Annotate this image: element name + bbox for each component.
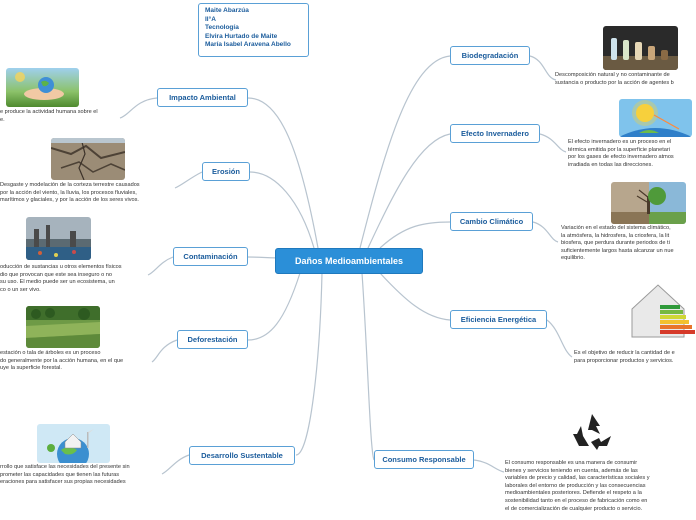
topic-label: Cambio Climático [460, 217, 523, 226]
topic-efecto-invernadero[interactable]: Efecto Invernadero [450, 124, 540, 143]
author-info-box: Maite Abarzúa II°A Tecnología Elvira Hur… [198, 3, 309, 57]
topic-contaminacion[interactable]: Contaminación [173, 247, 248, 266]
topic-label: Contaminación [183, 252, 237, 261]
link-eficiencia [380, 273, 450, 320]
description-biodegradacion: Descomposición natural y no contaminante… [555, 72, 696, 87]
topic-label: Consumo Responsable [382, 455, 465, 464]
central-topic[interactable]: Daños Medioambientales [275, 248, 423, 274]
half-dry-tree-image [611, 182, 686, 224]
topic-erosion[interactable]: Erosión [202, 162, 250, 181]
energy-rating-house-image [624, 275, 696, 347]
topic-consumo-responsable[interactable]: Consumo Responsable [374, 450, 474, 469]
topic-desarrollo-sustentable[interactable]: Desarrollo Sustentable [189, 446, 295, 465]
decomposing-bottles-image [603, 26, 678, 70]
hand-holding-earth-image [6, 68, 79, 107]
description-desarrollo-sustentable: rrollo que satisface las necesidades del… [0, 464, 165, 487]
topic-label: Deforestación [187, 335, 237, 344]
recycle-symbol-image [555, 408, 630, 457]
description-impacto-ambiental: e produce la actividad humana sobre el e… [0, 109, 140, 124]
eroded-ground-image [51, 138, 125, 180]
link-biodegradacion [360, 56, 450, 248]
topic-label: Impacto Ambiental [169, 93, 236, 102]
deforested-field-image [26, 306, 100, 348]
subject: Tecnología [205, 24, 302, 33]
topic-label: Erosión [212, 167, 240, 176]
topic-label: Eficiencia Energética [461, 315, 536, 324]
description-eficiencia-energetica: Es el objetivo de reducir la cantidad de… [574, 350, 696, 365]
polluted-city-image [26, 217, 91, 260]
link-deforestacion [248, 273, 300, 340]
topic-impacto-ambiental[interactable]: Impacto Ambiental [157, 88, 248, 107]
description-contaminacion: oducción de sustancias u otros elementos… [0, 264, 150, 294]
central-topic-label: Daños Medioambientales [295, 256, 403, 266]
sun-earth-image [619, 99, 692, 137]
grade: II°A [205, 16, 302, 25]
topic-label: Desarrollo Sustentable [201, 451, 283, 460]
link-desarrollo [296, 273, 322, 455]
description-deforestacion: estación o tala de árboles es un proceso… [0, 350, 155, 373]
description-erosion: Desgaste y modelación de la corteza terr… [0, 182, 175, 205]
topic-label: Efecto Invernadero [461, 129, 529, 138]
topic-label: Biodegradación [462, 51, 519, 60]
description-cambio-climatico: Variación en el estado del sistema climá… [561, 225, 696, 263]
topic-deforestacion[interactable]: Deforestación [177, 330, 248, 349]
author-name: Maite Abarzúa [205, 7, 302, 16]
link-cambio [380, 222, 450, 248]
topic-cambio-climatico[interactable]: Cambio Climático [450, 212, 533, 231]
topic-biodegradacion[interactable]: Biodegradación [450, 46, 530, 65]
green-house-earth-image [37, 424, 110, 463]
link-consumo [362, 273, 374, 460]
link-efecto [368, 134, 450, 248]
description-consumo-responsable: El consumo responsable es una manera de … [505, 460, 690, 513]
description-efecto-invernadero: El efecto invernadero es un proceso en e… [568, 139, 696, 169]
topic-eficiencia-energetica[interactable]: Eficiencia Energética [450, 310, 547, 329]
teacher-2: María Isabel Aravena Abello [205, 41, 302, 50]
teacher-1: Elvira Hurtado de Maite [205, 33, 302, 42]
